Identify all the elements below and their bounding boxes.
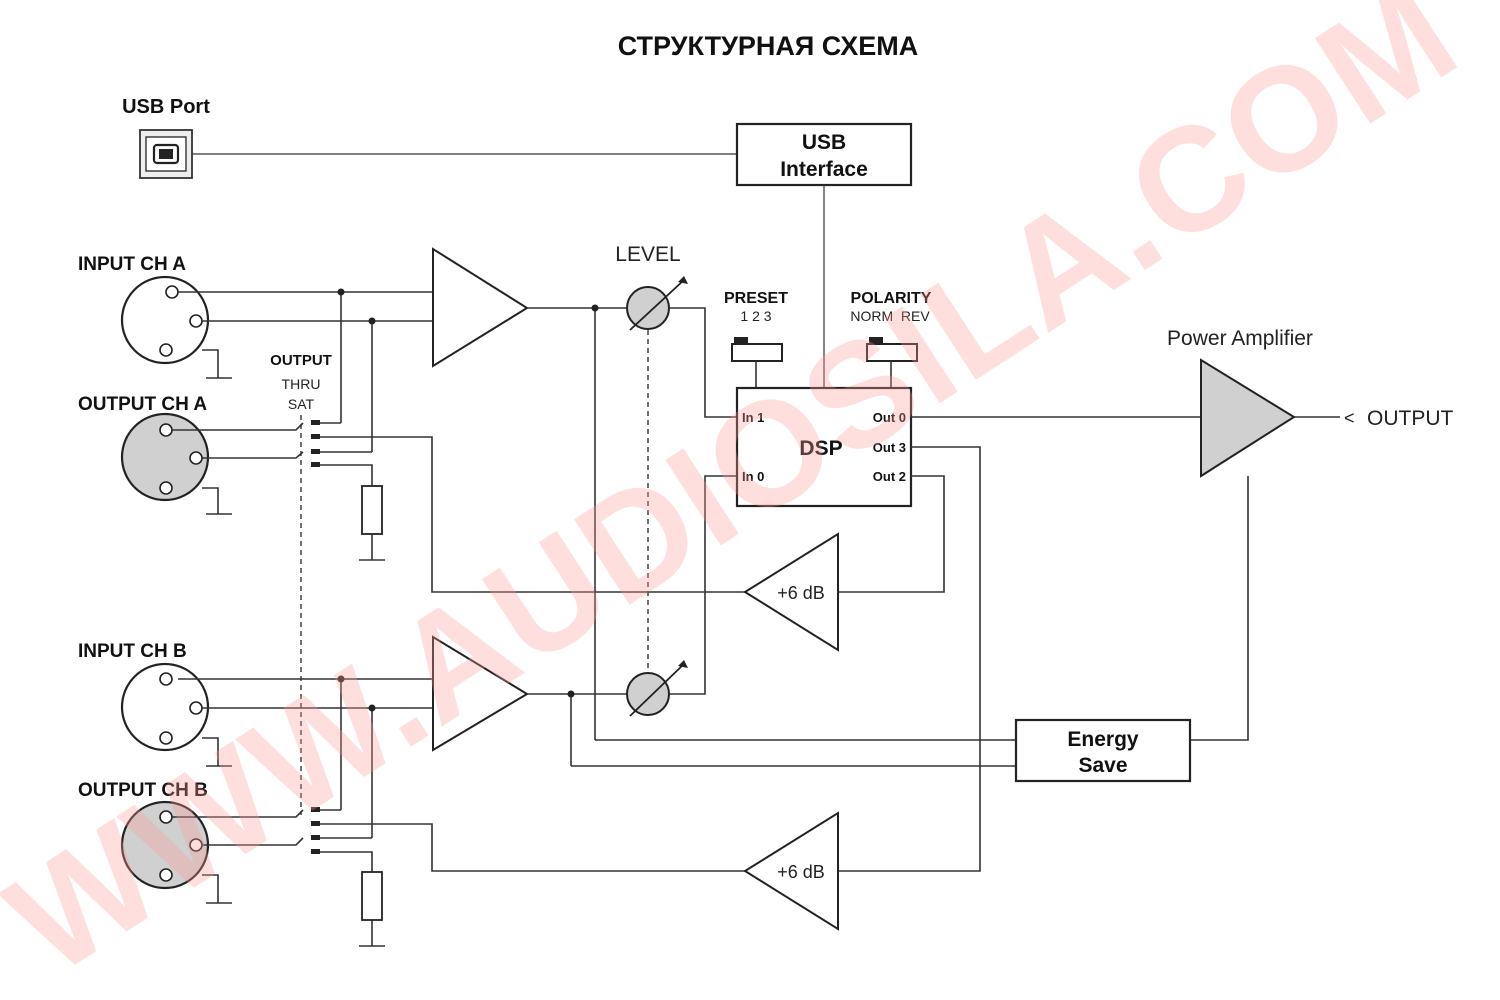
- xlr-input-a-icon: [120, 275, 210, 365]
- gain-amp-b-label: +6 dB: [777, 862, 825, 882]
- output-switch-title: OUTPUT: [270, 352, 332, 369]
- preset-label: PRESET: [724, 290, 788, 307]
- output-ch-a-label: OUTPUT CH A: [78, 394, 207, 415]
- xlr-output-a-icon: [120, 412, 210, 502]
- polarity-values: NORM REV: [850, 308, 930, 324]
- xlr-output-b-icon: [120, 800, 210, 890]
- dsp-block: DSP In 1 In 0 Out 0 Out 3 Out 2: [735, 386, 913, 508]
- level-knob-b-icon: [626, 660, 688, 717]
- power-amplifier: [1200, 358, 1296, 478]
- polarity-label: POLARITY: [851, 290, 932, 307]
- input-amp-b: [432, 635, 529, 752]
- energy-save-block: Energy Save: [1014, 718, 1192, 783]
- dsp-out3: Out 3: [873, 440, 906, 455]
- energy-save-line1: Energy: [1067, 728, 1139, 751]
- resistor-a: [361, 485, 383, 535]
- usb-interface-line2: Interface: [780, 158, 868, 181]
- dsp-out2: Out 2: [873, 469, 906, 484]
- output-label: OUTPUT: [1367, 407, 1454, 430]
- usb-port-icon: [139, 129, 193, 179]
- level-label: LEVEL: [615, 243, 680, 266]
- gain-amp-b: +6 dB: [743, 811, 839, 931]
- energy-save-line2: Save: [1078, 754, 1127, 777]
- output-switch-sat: SAT: [288, 396, 315, 412]
- xlr-input-b-icon: [120, 662, 210, 752]
- output-mark: <: [1344, 408, 1355, 428]
- preset-values: 1 2 3: [740, 308, 771, 324]
- power-amp-label: Power Amplifier: [1167, 327, 1313, 350]
- output-switch-thru: THRU: [282, 376, 321, 392]
- gain-amp-a-label: +6 dB: [777, 583, 825, 603]
- dsp-in0: In 0: [742, 469, 764, 484]
- channel-a-wiring: [172, 291, 745, 593]
- usb-interface-line1: USB: [802, 131, 846, 154]
- gain-amp-a: +6 dB: [743, 532, 839, 652]
- dsp-out0: Out 0: [873, 410, 906, 425]
- usb-interface-block: USB Interface: [735, 122, 913, 187]
- preset-switch-icon: [731, 337, 783, 388]
- level-routing: [527, 307, 1016, 767]
- level-knob-a-icon: [626, 276, 688, 331]
- dsp-output-routing: [838, 416, 1340, 872]
- switch-contacts: [311, 420, 320, 854]
- dsp-label: DSP: [799, 437, 842, 460]
- ground-symbols: [202, 349, 232, 904]
- input-amp-a: [432, 247, 529, 368]
- diagram-title: СТРУКТУРНАЯ СХЕМА: [618, 31, 919, 61]
- output-ch-b-label: OUTPUT CH B: [78, 780, 208, 801]
- resistor-b: [361, 871, 383, 921]
- input-ch-a-label: INPUT CH A: [78, 254, 186, 275]
- usb-port-label: USB Port: [122, 96, 210, 118]
- polarity-switch-icon: [866, 337, 918, 388]
- dsp-in1: In 1: [742, 410, 764, 425]
- input-ch-b-label: INPUT CH B: [78, 641, 187, 662]
